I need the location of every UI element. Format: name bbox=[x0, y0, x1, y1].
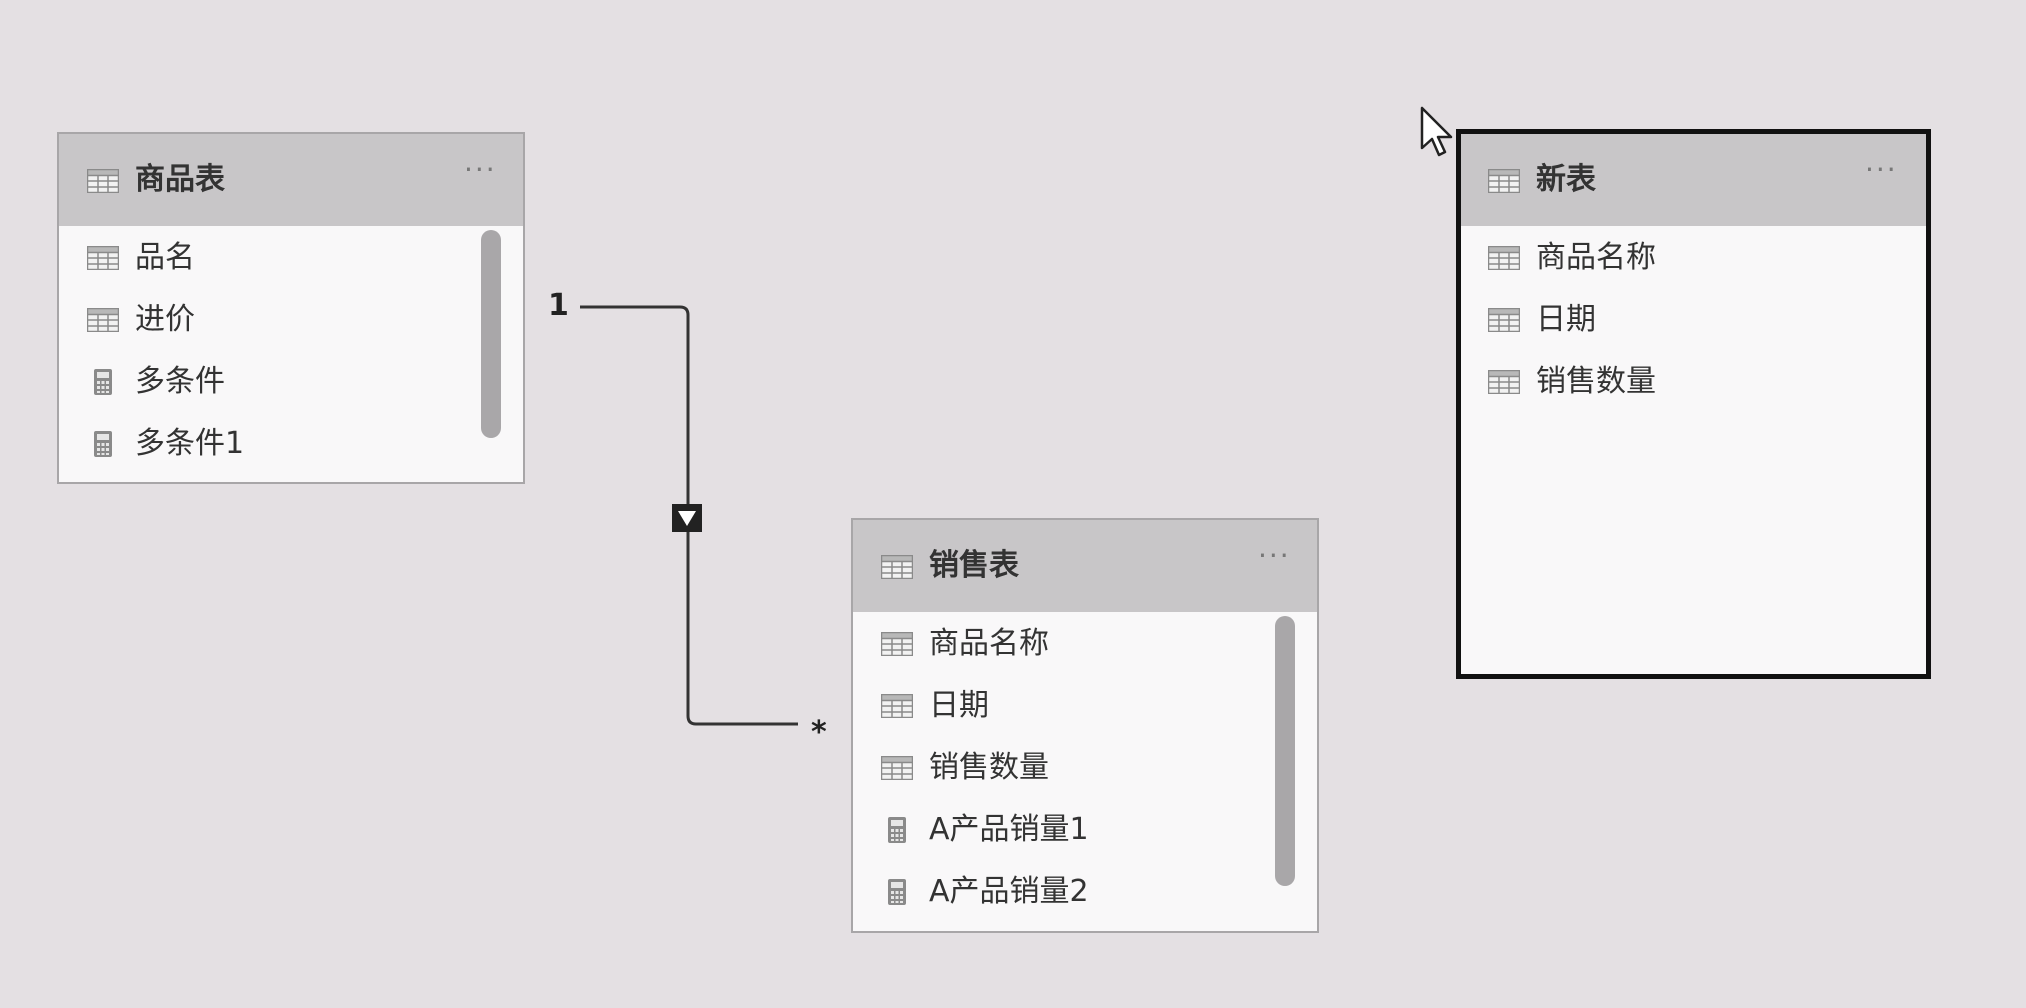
field-row[interactable]: 日期 bbox=[881, 682, 1261, 730]
table-title: 商品表 bbox=[135, 162, 225, 197]
table-header[interactable]: 商品表 ··· bbox=[59, 134, 523, 226]
calculator-icon bbox=[93, 430, 113, 458]
field-row[interactable]: 日期 bbox=[1488, 296, 1888, 344]
field-label: 多条件 bbox=[135, 364, 225, 399]
field-row[interactable]: 多条件1 bbox=[87, 420, 467, 468]
table-icon bbox=[1488, 169, 1520, 193]
table-card-products[interactable]: 商品表 ··· 品名 进价 多条件 多条件1 bbox=[57, 132, 525, 484]
mouse-cursor-icon bbox=[1420, 106, 1453, 157]
calculator-icon bbox=[887, 878, 907, 906]
table-icon bbox=[881, 555, 913, 579]
calculator-icon bbox=[887, 816, 907, 844]
calculator-icon bbox=[93, 368, 113, 396]
field-label: 进价 bbox=[135, 302, 195, 337]
filter-direction-down-icon[interactable] bbox=[672, 504, 702, 532]
one-side-label: 1 bbox=[548, 288, 569, 323]
table-title: 销售表 bbox=[929, 548, 1019, 583]
field-row[interactable]: 进价 bbox=[87, 296, 467, 344]
field-label: 日期 bbox=[929, 688, 989, 723]
scrollbar[interactable] bbox=[1275, 616, 1295, 886]
more-options-icon[interactable]: ··· bbox=[464, 153, 497, 186]
table-header[interactable]: 新表 ··· bbox=[1461, 134, 1926, 226]
scrollbar[interactable] bbox=[481, 230, 501, 438]
table-card-new[interactable]: 新表 ··· 商品名称 日期 销售数量 bbox=[1456, 129, 1931, 679]
more-options-icon[interactable]: ··· bbox=[1258, 539, 1291, 572]
table-column-icon bbox=[87, 246, 119, 270]
many-side-label: * bbox=[811, 715, 827, 750]
table-title: 新表 bbox=[1536, 162, 1596, 197]
field-label: 商品名称 bbox=[1536, 240, 1656, 275]
table-column-icon bbox=[881, 632, 913, 656]
field-row[interactable]: 品名 bbox=[87, 234, 467, 282]
table-column-icon bbox=[881, 694, 913, 718]
table-column-icon bbox=[1488, 246, 1520, 270]
field-row[interactable]: 销售数量 bbox=[881, 744, 1261, 792]
more-options-icon[interactable]: ··· bbox=[1865, 153, 1898, 186]
field-label: A产品销量2 bbox=[929, 874, 1089, 909]
field-label: 日期 bbox=[1536, 302, 1596, 337]
field-label: 多条件1 bbox=[135, 426, 245, 461]
table-column-icon bbox=[87, 308, 119, 332]
table-icon bbox=[87, 169, 119, 193]
table-column-icon bbox=[1488, 370, 1520, 394]
table-column-icon bbox=[881, 756, 913, 780]
field-label: 品名 bbox=[135, 240, 195, 275]
field-label: 销售数量 bbox=[1536, 364, 1656, 399]
field-row[interactable]: 多条件 bbox=[87, 358, 467, 406]
field-label: 商品名称 bbox=[929, 626, 1049, 661]
table-header[interactable]: 销售表 ··· bbox=[853, 520, 1317, 612]
field-label: A产品销量1 bbox=[929, 812, 1089, 847]
table-card-sales[interactable]: 销售表 ··· 商品名称 日期 销售数量 A产品销量1 A产品销量2 bbox=[851, 518, 1319, 933]
field-label: 销售数量 bbox=[929, 750, 1049, 785]
field-row[interactable]: 商品名称 bbox=[1488, 234, 1888, 282]
field-row[interactable]: A产品销量1 bbox=[881, 806, 1261, 854]
table-column-icon bbox=[1488, 308, 1520, 332]
field-row[interactable]: 商品名称 bbox=[881, 620, 1261, 668]
field-row[interactable]: 销售数量 bbox=[1488, 358, 1888, 406]
field-row[interactable]: A产品销量2 bbox=[881, 868, 1261, 916]
